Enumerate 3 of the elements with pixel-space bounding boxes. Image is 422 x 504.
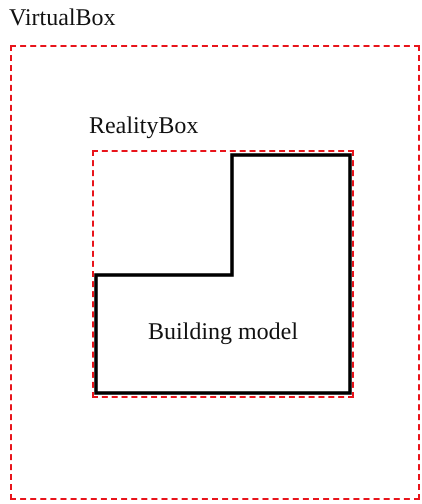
building-label: Building model bbox=[147, 318, 299, 346]
box-title: RealityBox bbox=[89, 112, 198, 140]
box-title: VirtualBox bbox=[9, 4, 116, 32]
